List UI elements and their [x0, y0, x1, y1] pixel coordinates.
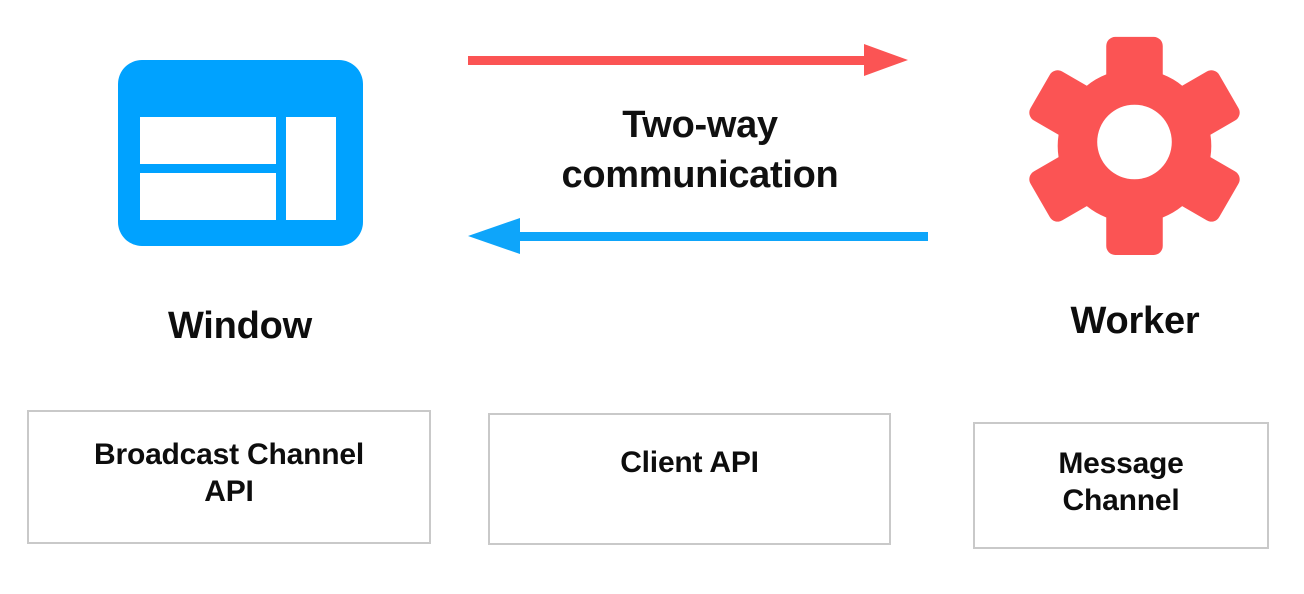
api-box-broadcast-channel-label: Broadcast Channel API	[94, 438, 364, 508]
window-caption: Window	[167, 305, 313, 347]
window-icon	[118, 60, 363, 246]
api-box-message-channel-label: Message Channel	[1058, 446, 1184, 517]
center-label: Two-way communication	[561, 104, 839, 197]
arrow-window-to-worker	[468, 42, 908, 78]
window-icon-pane-bottom-left	[140, 173, 276, 220]
window-icon-pane-right	[286, 117, 336, 220]
api-box-broadcast-channel[interactable]: Broadcast Channel API	[27, 410, 431, 544]
worker-caption: Worker	[1070, 300, 1200, 342]
window-icon-pane-top-left	[140, 117, 276, 164]
api-box-client-api[interactable]: Client API	[488, 413, 891, 545]
api-box-message-channel[interactable]: Message Channel	[973, 422, 1269, 549]
gear-icon	[1016, 29, 1253, 255]
arrow-worker-to-window	[468, 218, 928, 254]
api-box-client-api-label: Client API	[620, 445, 759, 479]
